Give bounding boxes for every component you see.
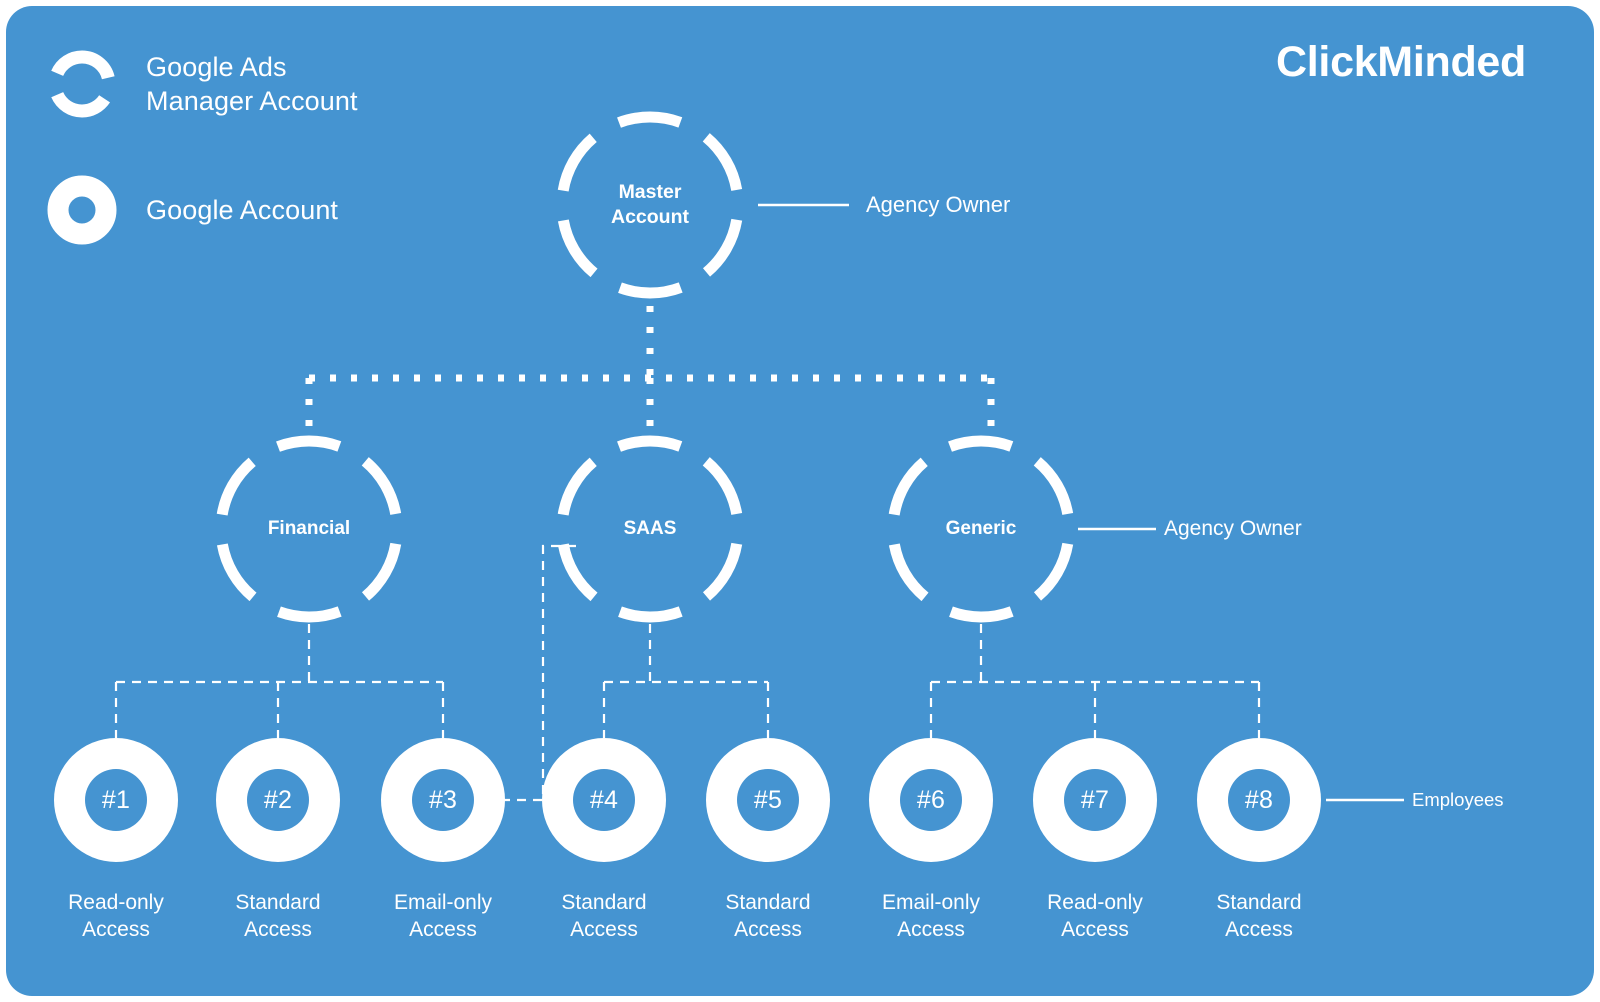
caption-employee-8: Standard Access [1216,891,1302,941]
tree-connector-generic [929,624,1261,738]
caption-employee-4: Standard Access [561,891,647,941]
donut-ring-icon [46,174,118,246]
annotation-master-agency-owner: Agency Owner [866,192,1011,217]
dashed-ring-icon [46,48,118,120]
diagram-board: Google Ads Manager Account Google Accoun… [6,6,1594,996]
node-master-account[interactable]: Master Account [545,100,755,310]
node-employee-5[interactable]: #5 [706,738,830,862]
employee-number-3: #3 [412,769,474,831]
dashed-ring-icon [215,435,403,623]
employee-number-5: #5 [737,769,799,831]
employee-number-4: #4 [573,769,635,831]
employee-number-2: #2 [247,769,309,831]
bus-connector-master [305,306,995,436]
caption-employee-7: Read-only Access [1047,891,1143,941]
dashed-ring-icon [556,111,744,299]
annotation-generic-agency-owner: Agency Owner [1164,517,1302,540]
legend-label-google-account: Google Account [146,194,339,225]
node-employee-1[interactable]: #1 [54,738,178,862]
caption-employee-1: Read-only Access [68,891,164,941]
dashed-ring-icon [556,435,744,623]
tree-connector-saas [602,624,770,738]
legend-label-manager-account: Google Ads Manager Account [146,51,358,116]
node-employee-7[interactable]: #7 [1033,738,1157,862]
legend-item-google-account: Google Account [46,174,338,246]
caption-employee-3: Email-only Access [393,891,493,941]
node-generic[interactable]: Generic [876,424,1086,634]
caption-employee-2: Standard Access [235,891,321,941]
employee-number-6: #6 [900,769,962,831]
node-employee-3[interactable]: #3 [381,738,505,862]
employee-number-7: #7 [1064,769,1126,831]
node-employee-8[interactable]: #8 [1197,738,1321,862]
node-financial[interactable]: Financial [204,424,414,634]
caption-employee-5: Standard Access [725,891,811,941]
annotation-employees: Employees [1412,789,1504,810]
caption-employee-6: Email-only Access [881,891,981,941]
dashed-ring-icon [887,435,1075,623]
annotation-leader-lines [758,203,1404,802]
employee-number-8: #8 [1228,769,1290,831]
legend-item-manager-account: Google Ads Manager Account [46,48,358,120]
node-saas[interactable]: SAAS [545,424,755,634]
tree-connector-financial [114,624,445,738]
node-employee-2[interactable]: #2 [216,738,340,862]
node-employee-4[interactable]: #4 [542,738,666,862]
node-employee-6[interactable]: #6 [869,738,993,862]
brand-logo-clickminded: ClickMinded [1276,38,1526,86]
employee-number-1: #1 [85,769,147,831]
